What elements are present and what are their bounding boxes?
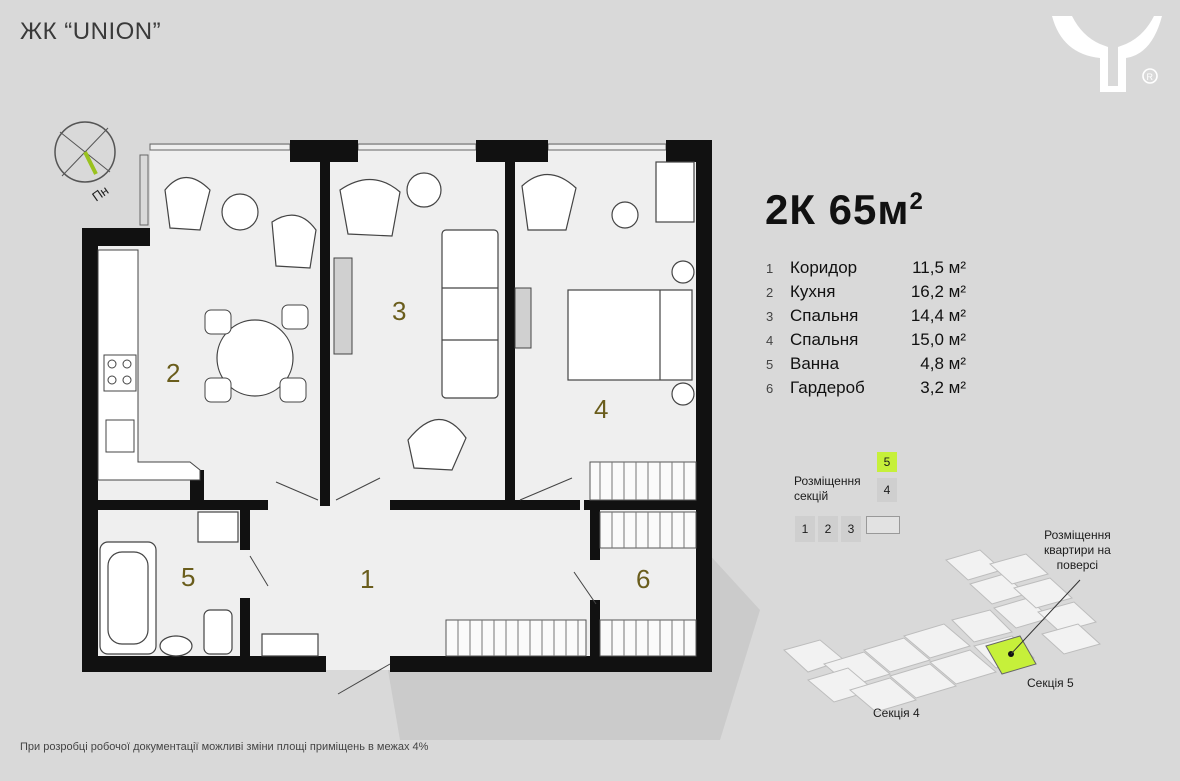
room-label-5: 5 (181, 562, 195, 592)
stove (103, 354, 137, 392)
room-name: Ванна (790, 354, 840, 373)
section-3[interactable]: 3 (841, 516, 861, 542)
room-label-6: 6 (636, 564, 650, 594)
floor-placement-label: Розміщення квартири на поверсі (1044, 528, 1111, 572)
compass-ring (54, 121, 116, 183)
floor-5-selected[interactable]: 5 (877, 452, 897, 472)
room-row: 6 Гардероб 3,2 м² (766, 376, 966, 400)
double-bed (567, 289, 693, 381)
room-row: 5 Ванна 4,8 м² (766, 352, 966, 376)
apartment-type: 2К (765, 186, 816, 233)
footnote: При розробці робочої документації можлив… (20, 741, 429, 753)
toilet (203, 609, 233, 655)
room-row: 3 Спальня 14,4 м² (766, 304, 966, 328)
room-area: 15,0 м² (910, 330, 966, 349)
room-label-4: 4 (594, 394, 608, 424)
section-2[interactable]: 2 (818, 516, 838, 542)
room-row: 2 Кухня 16,2 м² (766, 280, 966, 304)
room-row: 4 Спальня 15,0 м² (766, 328, 966, 352)
room-name: Кухня (790, 282, 836, 301)
room-number: 3 (766, 308, 774, 324)
room-area: 4,8 м² (920, 354, 966, 373)
washbasin (159, 635, 193, 657)
room-area: 16,2 м² (910, 282, 966, 301)
brand-logo: R (1052, 16, 1162, 92)
svg-text:R: R (1147, 72, 1154, 82)
tv-unit-room3 (333, 257, 353, 355)
hall-shoe-bench (261, 633, 319, 657)
room-number: 2 (766, 284, 774, 300)
room-number: 6 (766, 380, 774, 396)
room-number: 5 (766, 356, 774, 372)
section-outline (866, 516, 900, 534)
walls (82, 140, 712, 672)
kitchen-sink (105, 419, 135, 453)
building-map (782, 549, 1102, 713)
apartment-area-unit: 2 (909, 188, 924, 215)
sections-label: Розміщення секцій (794, 474, 861, 503)
room-label-1: 1 (360, 564, 374, 594)
room-label-3: 3 (392, 296, 406, 326)
room-area: 3,2 м² (920, 378, 966, 397)
section-1[interactable]: 1 (795, 516, 815, 542)
room-area: 11,5 м² (912, 258, 966, 277)
north-compass (54, 121, 116, 183)
room-name: Гардероб (790, 378, 865, 397)
room-name: Спальня (790, 306, 859, 325)
tv-unit-room4 (514, 287, 532, 349)
room-row: 1 Коридор 11,5 м² (766, 256, 966, 280)
dining-table (216, 319, 294, 397)
room-name: Спальня (790, 330, 859, 349)
door-swings (249, 477, 597, 695)
washing-machine (197, 511, 239, 543)
north-needle (83, 151, 98, 175)
project-title: ЖК “UNION” (20, 18, 162, 45)
section-4-label: Секція 4 (873, 706, 920, 720)
room-label-2: 2 (166, 358, 180, 388)
floor-4[interactable]: 4 (877, 478, 897, 502)
section-5-label: Секція 5 (1027, 676, 1074, 690)
room-name: Коридор (790, 258, 858, 277)
room-number: 1 (766, 260, 774, 276)
room-number: 4 (766, 332, 774, 348)
apartment-area: 65м (828, 186, 910, 233)
room-area: 14,4 м² (910, 306, 966, 325)
floor-plan: 1 2 3 4 5 6 (82, 140, 760, 740)
apartment-title: 2К 65м2 (765, 186, 924, 234)
